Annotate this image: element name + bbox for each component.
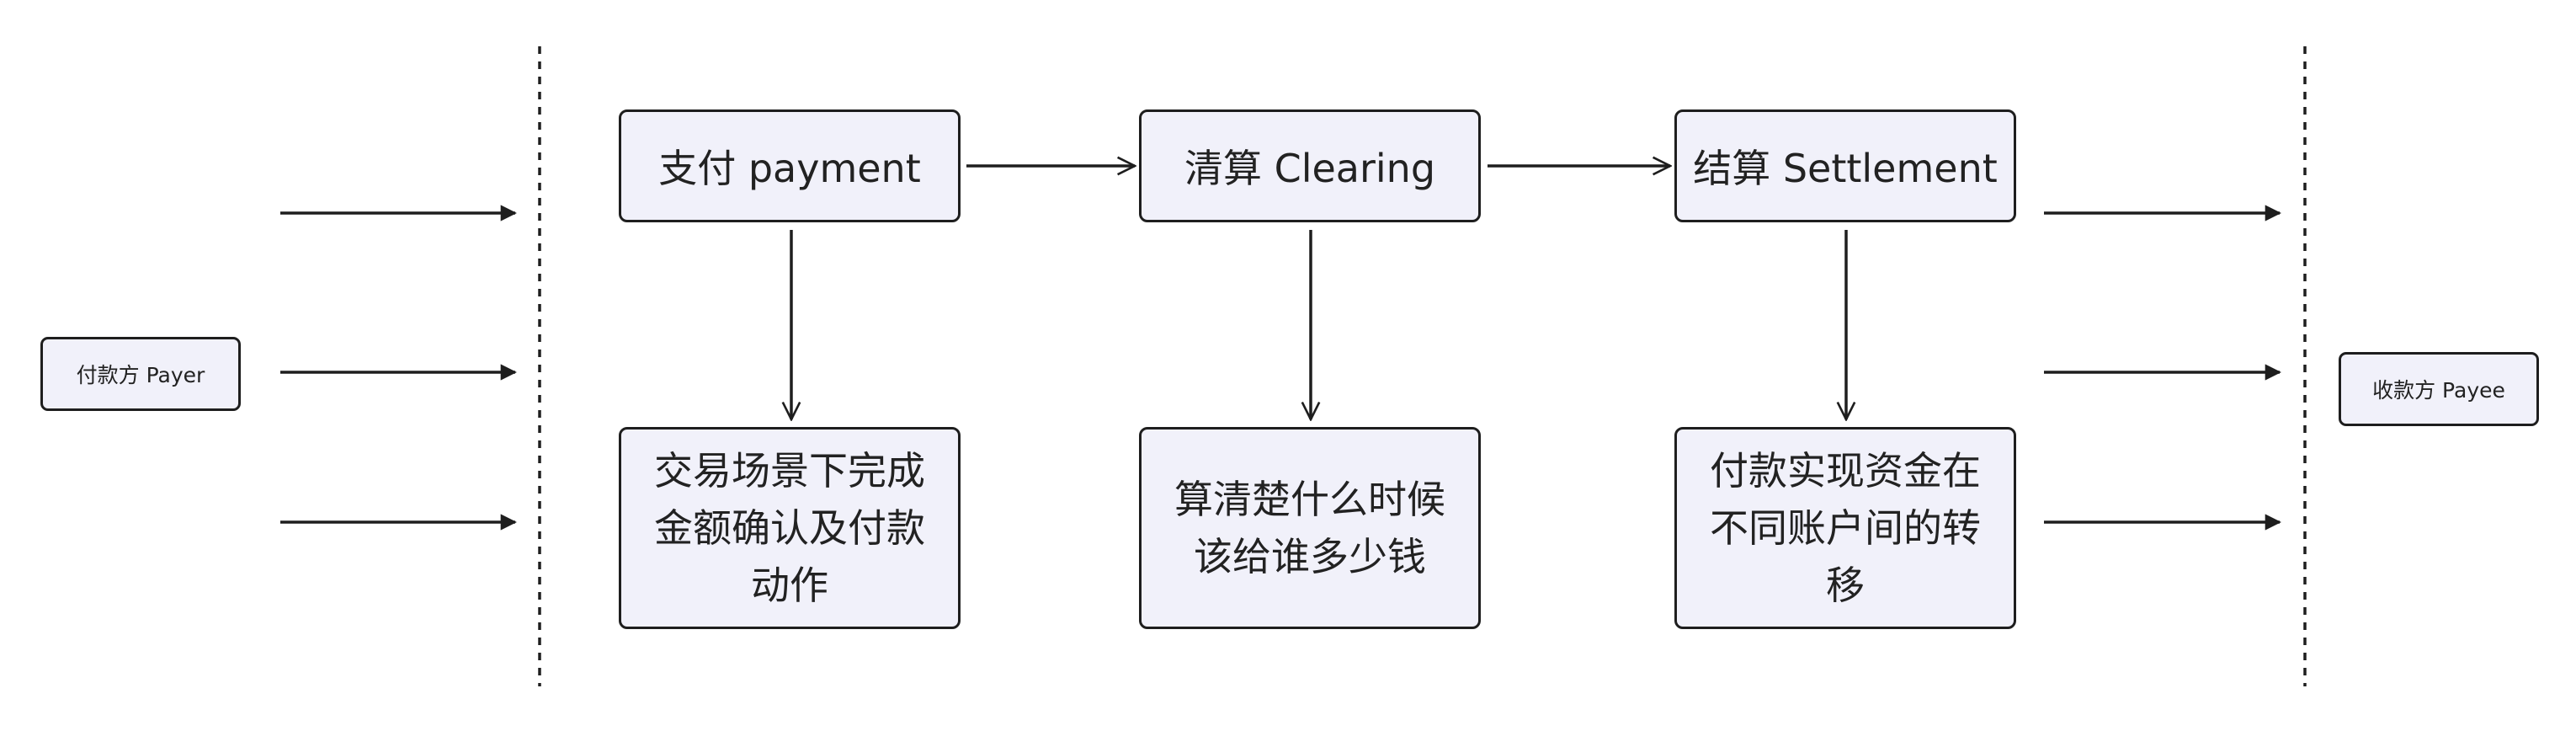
settlement-description-box: 付款实现资金在不同账户间的转移 [1674,427,2016,629]
settlement-description: 付款实现资金在不同账户间的转移 [1710,448,1981,608]
payee-label: 收款方 Payee [2372,378,2505,403]
payee-box: 收款方 Payee [2339,352,2539,426]
payment-stage-box: 支付 payment [619,109,961,222]
settlement-stage-box: 结算 Settlement [1674,109,2016,222]
payer-box: 付款方 Payer [40,337,241,411]
payer-label: 付款方 Payer [76,363,205,387]
clearing-description: 算清楚什么时候该给谁多少钱 [1174,477,1445,579]
settlement-stage-title: 结算 Settlement [1693,146,1998,191]
payment-description-box: 交易场景下完成金额确认及付款动作 [619,427,961,629]
clearing-stage-title: 清算 Clearing [1184,146,1436,191]
clearing-description-box: 算清楚什么时候该给谁多少钱 [1139,427,1481,629]
payment-stage-title: 支付 payment [658,146,921,191]
payment-description: 交易场景下完成金额确认及付款动作 [654,448,925,608]
clearing-stage-box: 清算 Clearing [1139,109,1481,222]
